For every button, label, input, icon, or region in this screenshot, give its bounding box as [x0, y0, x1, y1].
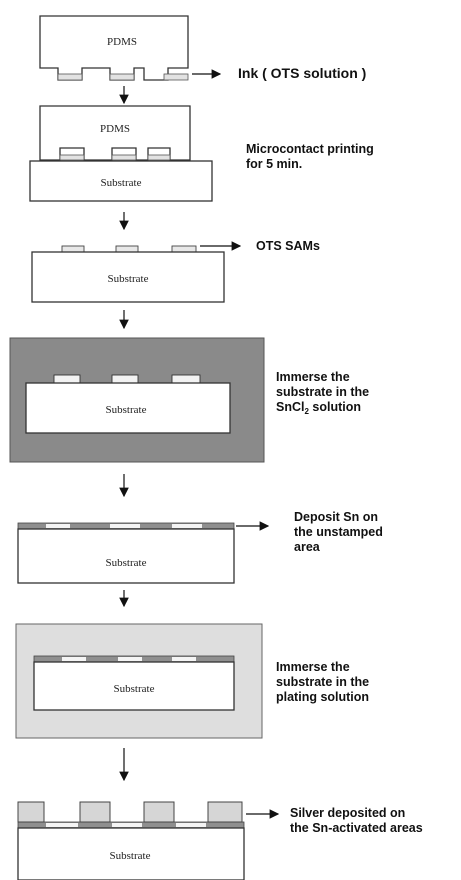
sam-pad: [112, 823, 142, 827]
pdms-label: PDMS: [107, 36, 137, 48]
sam-pad: [53, 374, 81, 384]
substrate-label: Substrate: [106, 557, 147, 569]
pdms-label: PDMS: [100, 123, 130, 135]
immerse-line: Immerse the: [276, 370, 350, 384]
sam-pad: [110, 524, 140, 528]
substrate-label: Substrate: [114, 683, 155, 695]
microcontact-line: for 5 min.: [246, 157, 303, 171]
immerse-line: plating solution: [276, 690, 370, 704]
ink-label: Ink ( OTS solution ): [238, 65, 367, 81]
step4-sncl2-bath: Substrate: [9, 337, 265, 463]
deposit-sn-annotation: Deposit Sn on the unstamped area: [294, 510, 383, 555]
sam-pad: [172, 657, 196, 661]
immerse-line: substrate in the: [276, 675, 370, 689]
ink-layer: [59, 154, 85, 161]
sam-pad: [111, 374, 139, 384]
ink-annotation: Ink ( OTS solution ): [238, 66, 366, 81]
sam-pad: [115, 245, 139, 253]
ots-sams-annotation: OTS SAMs: [256, 239, 320, 254]
silver-deposit: [143, 801, 175, 823]
silver-deposit: [17, 801, 45, 823]
substrate-block: [29, 160, 213, 202]
ink-layer: [111, 154, 137, 161]
substrate-block: [17, 528, 235, 584]
sam-pad: [171, 374, 201, 384]
immerse-line: Immerse the: [276, 660, 350, 674]
pdms-stamp-shape: [39, 105, 191, 161]
sam-pad: [172, 524, 202, 528]
deposit-line: the unstamped: [294, 525, 383, 539]
substrate-label: Substrate: [110, 850, 151, 862]
ink-layer: [109, 73, 135, 81]
substrate-label: Substrate: [108, 273, 149, 285]
sncl-text: SnCl: [276, 400, 305, 414]
substrate-label: Substrate: [106, 404, 147, 416]
sam-pad: [46, 524, 70, 528]
deposit-line: Deposit Sn on: [294, 510, 379, 524]
step6-plating-bath: Substrate: [15, 623, 263, 739]
substrate-block: [25, 382, 231, 434]
immerse-line: SnCl2 solution: [276, 400, 369, 419]
pdms-stamp-shape: [39, 15, 189, 81]
substrate-block: [33, 661, 235, 711]
substrate-block: [31, 251, 225, 303]
sam-pad: [46, 823, 78, 827]
subscript-2: 2: [304, 407, 309, 416]
step5-sn-deposit: Substrate: [17, 521, 270, 584]
step7-silver: Substrate: [17, 801, 280, 880]
silver-deposit: [79, 801, 111, 823]
sam-pad: [118, 657, 142, 661]
step1-pdms-stamp: PDMS: [39, 15, 222, 81]
deposit-line: area: [294, 540, 320, 554]
step3-ots-sams: Substrate: [31, 241, 242, 303]
immerse-sncl2-annotation: Immerse the substrate in the SnCl2 solut…: [276, 370, 369, 419]
silver-annotation: Silver deposited on the Sn-activated are…: [290, 806, 423, 836]
substrate-label: Substrate: [101, 177, 142, 189]
solution-text: solution: [308, 400, 362, 414]
immerse-line: substrate in the: [276, 385, 370, 399]
sam-pad: [171, 245, 197, 253]
ots-sams-label: OTS SAMs: [256, 239, 320, 253]
ink-layer: [57, 73, 83, 81]
silver-deposit: [207, 801, 243, 823]
substrate-block: [17, 827, 245, 880]
silver-line: Silver deposited on: [290, 806, 406, 820]
sam-pad: [62, 657, 86, 661]
silver-line: the Sn-activated areas: [290, 821, 423, 835]
ink-layer: [163, 73, 189, 81]
sam-pad: [176, 823, 206, 827]
sam-pad: [61, 245, 85, 253]
microcontact-line: Microcontact printing: [246, 142, 374, 156]
microcontact-annotation: Microcontact printing for 5 min.: [246, 142, 374, 172]
ink-layer: [147, 154, 171, 161]
immerse-plating-annotation: Immerse the substrate in the plating sol…: [276, 660, 369, 705]
step2-microcontact: PDMS Substrate: [29, 105, 213, 202]
